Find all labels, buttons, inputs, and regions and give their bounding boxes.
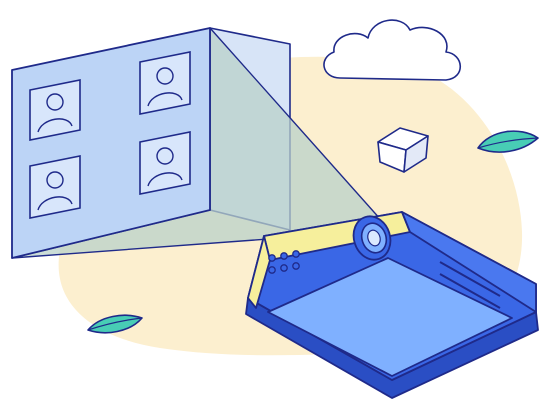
leaf-icon — [87, 314, 143, 334]
avatar-icon — [29, 155, 81, 219]
lens-icon — [352, 215, 392, 261]
control-buttons — [268, 250, 300, 274]
avatar-icon — [139, 131, 191, 195]
avatar-grid — [29, 51, 191, 219]
projector — [245, 211, 539, 399]
cube-icon — [377, 127, 429, 173]
leaf-icon — [477, 130, 539, 153]
avatar-icon — [139, 51, 191, 115]
avatar-icon — [29, 79, 81, 141]
cloud-icon — [323, 19, 462, 81]
